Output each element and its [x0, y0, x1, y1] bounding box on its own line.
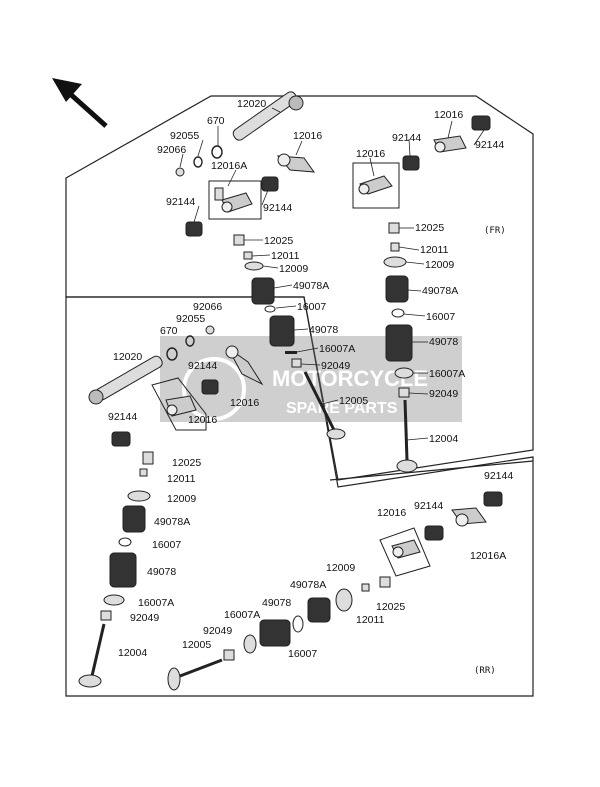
part-label: 12011 — [167, 473, 196, 485]
part-label: 92144 — [188, 360, 217, 372]
part-label: 12016 — [434, 109, 463, 121]
valve-spring-inner — [269, 315, 295, 347]
part-label: 12016 — [188, 414, 217, 426]
left-head-panel — [65, 296, 534, 697]
front-cylinder-parts — [175, 91, 491, 473]
part-label: 49078 — [147, 566, 176, 578]
part-label: 12016 — [230, 397, 259, 409]
part-label: 12020 — [113, 351, 142, 363]
part-label: 12005 — [339, 395, 368, 407]
part-label: 92049 — [321, 360, 350, 372]
part-label: 12025 — [264, 235, 293, 247]
part-label: 16007 — [152, 539, 181, 551]
part-label: 12016A — [211, 160, 247, 172]
part-label: 12011 — [420, 244, 449, 256]
part-label: 12025 — [415, 222, 444, 234]
part-label: 670 — [160, 325, 178, 337]
rocker-arm — [451, 507, 487, 527]
valve — [78, 623, 106, 688]
part-label: 16007A — [319, 343, 355, 355]
part-label: 92144 — [108, 411, 137, 423]
part-label: 92066 — [157, 144, 186, 156]
rear-marker: (RR) — [474, 666, 496, 676]
rocker-arm — [276, 153, 316, 173]
part-label: 12025 — [376, 601, 405, 613]
part-label: 92144 — [392, 132, 421, 144]
part-label: 12004 — [429, 433, 458, 445]
rocker-arm — [391, 539, 421, 559]
part-label: 670 — [207, 115, 225, 127]
part-label: 92144 — [166, 196, 195, 208]
valve — [303, 371, 346, 440]
leader-lines — [179, 107, 485, 441]
part-label: 12004 — [118, 647, 147, 659]
front-marker: (FR) — [484, 226, 506, 236]
part-label: 16007A — [224, 609, 260, 621]
rocker-arm — [165, 395, 197, 417]
part-label: 92066 — [193, 301, 222, 313]
part-label: 16007 — [297, 301, 326, 313]
part-label: 12005 — [182, 639, 211, 651]
spring — [185, 176, 279, 237]
part-label: 12016 — [356, 148, 385, 160]
part-label: 12016A — [470, 550, 506, 562]
part-labels: 12020 670 92055 92066 12016A 92144 92144… — [108, 98, 513, 676]
part-label: 92144 — [414, 500, 443, 512]
rocker-arm — [358, 175, 393, 195]
part-label: 12016 — [293, 130, 322, 142]
direction-arrow-icon — [52, 78, 108, 128]
part-label: 92049 — [429, 388, 458, 400]
part-label: 92049 — [203, 625, 232, 637]
valve-spring-outer — [251, 277, 275, 305]
part-label: 49078 — [429, 336, 458, 348]
left-cylinder-parts — [78, 325, 264, 688]
part-label: 92049 — [130, 612, 159, 624]
rocker-arm — [214, 187, 253, 213]
rocker-arm — [433, 135, 467, 153]
part-label: 12009 — [167, 493, 196, 505]
rocker-shaft — [232, 91, 304, 141]
rocker-arm — [225, 345, 264, 386]
part-label: 49078A — [154, 516, 190, 528]
part-label: 92055 — [170, 130, 199, 142]
part-label: 12009 — [425, 259, 454, 271]
part-label: 49078A — [293, 280, 329, 292]
part-label: 12020 — [237, 98, 266, 110]
part-label: 49078A — [290, 579, 326, 591]
part-label: 12011 — [271, 250, 300, 262]
valve — [396, 399, 418, 473]
part-label: 16007A — [138, 597, 174, 609]
part-label: 49078A — [422, 285, 458, 297]
watermark: MOTORCYCLE SPARE PARTS — [160, 336, 462, 422]
part-label: 12009 — [326, 562, 355, 574]
rocker-shaft — [88, 355, 163, 405]
part-label: 12009 — [279, 263, 308, 275]
valve — [167, 658, 223, 691]
part-label: 49078 — [309, 324, 338, 336]
part-label: 16007 — [288, 648, 317, 660]
part-label: 12025 — [172, 457, 201, 469]
rear-cylinder-parts — [167, 491, 503, 691]
part-label: 92144 — [263, 202, 292, 214]
spring — [402, 115, 491, 171]
part-label: 12011 — [356, 614, 385, 626]
part-label: 16007 — [426, 311, 455, 323]
watermark-line2: SPARE PARTS — [286, 400, 398, 417]
part-label: 49078 — [262, 597, 291, 609]
part-label: 92144 — [484, 470, 513, 482]
part-label: 16007A — [429, 368, 465, 380]
part-label: 12016 — [377, 507, 406, 519]
part-label: 92144 — [475, 139, 504, 151]
rear-head-panel — [329, 460, 534, 481]
part-label: 92055 — [176, 313, 205, 325]
